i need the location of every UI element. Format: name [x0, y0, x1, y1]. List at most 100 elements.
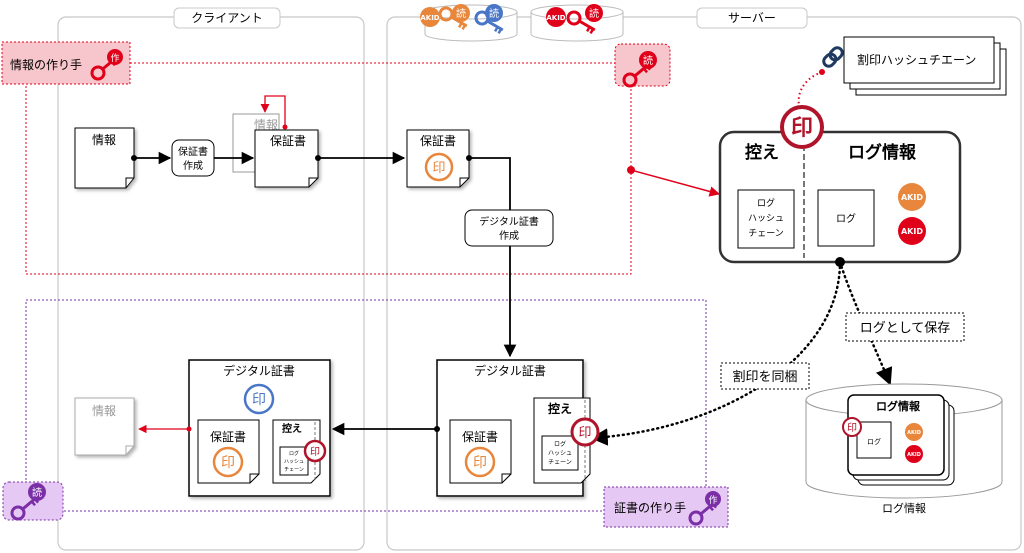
akid-label: AKID	[907, 452, 921, 458]
digital-cert-make-step: デジタル証書 作成	[464, 209, 554, 247]
akid-badge	[898, 217, 926, 245]
read-badge	[585, 4, 603, 22]
chain-link-icon	[822, 46, 844, 68]
log-hash-label: チェーン	[748, 228, 784, 239]
info-creator-label: 情報の作り手	[10, 58, 82, 72]
read-badge	[28, 483, 46, 501]
key-storage-cylinder-2: AKID 読	[530, 4, 624, 42]
read-badge-label: 読	[643, 54, 653, 67]
hash-mini-label: ログ	[554, 440, 566, 448]
read-badge-label: 読	[589, 7, 599, 20]
connector-dot	[434, 426, 440, 432]
tally-seal-icon: 印	[780, 105, 824, 149]
akid-badge	[905, 423, 923, 441]
server-lane: サーバー	[386, 7, 1022, 551]
connector-dot	[186, 426, 192, 432]
log-label: ログ	[836, 212, 856, 225]
read-badge-label: 読	[489, 7, 499, 20]
akid-badge	[905, 445, 923, 463]
key-storage-cylinder-1: AKID 読 読	[420, 4, 518, 42]
info-creator-region: 情報の作り手 作 読	[1, 41, 671, 275]
tally-seal-label: 印	[791, 116, 813, 141]
client-lane: クライアント	[57, 7, 365, 551]
seal-icon-label: 印	[252, 392, 266, 408]
bundle-seal-text: 割印を同梱	[732, 369, 797, 385]
save-as-log-arrow	[838, 260, 893, 386]
hash-mini-label: チェーン	[548, 459, 572, 466]
flow-arrow	[469, 157, 517, 358]
hikae-mini-title: 控え	[548, 401, 572, 416]
tally-seal-icon	[303, 439, 327, 463]
key-icon	[566, 10, 596, 34]
cert-creator-label: 証書の作り手	[614, 501, 686, 515]
read-badge	[485, 4, 503, 22]
db-card-title: ログ情報	[876, 399, 921, 413]
cert-creator-region: 読 証書の作り手 作	[2, 299, 729, 528]
create-badge-label: 作	[110, 52, 119, 64]
info-link-arrow	[260, 95, 286, 126]
bundle-seal-label: 割印を同梱	[720, 362, 810, 390]
connector-dot	[131, 155, 137, 161]
tally-seal-label: 印	[310, 446, 320, 458]
warranty-make-label: 保証書	[178, 145, 208, 158]
hash-mini-label: ハッシュ	[284, 459, 304, 465]
warranty-make-label: 作成	[183, 160, 203, 172]
hash-chain-stack: 割印ハッシュチエーン	[822, 36, 1007, 96]
log-hash-label: ハッシュ	[748, 214, 784, 224]
hash-chain-link-line	[797, 71, 823, 111]
akid-badge	[546, 7, 566, 27]
akid-badge	[898, 183, 926, 211]
connector-dot	[282, 124, 288, 130]
seal-icon	[243, 383, 275, 415]
info-ghost-label: 情報	[254, 118, 278, 132]
tally-seal-label: 印	[578, 426, 591, 441]
akid-label: AKID	[546, 14, 565, 22]
akid-label: AKID	[901, 193, 923, 202]
digital-cert-make-label: 作成	[499, 230, 519, 242]
akid-label: AKID	[901, 227, 923, 236]
db-label: ログ情報	[882, 501, 926, 515]
save-as-log-text: ログとして保存	[860, 321, 951, 336]
server-lane-title: サーバー	[728, 11, 776, 25]
log-info-database: ログ情報 ログ AKID AKID 印 ログ情報	[805, 383, 1003, 515]
digital-cert-server: デジタル証書 保証書 印 控え ログ ハッシュ チェーン 印	[436, 359, 600, 497]
hash-mini-label: ハッシュ	[548, 450, 572, 457]
digital-cert-client: デジタル証書 印 保証書 印 控え ログ ハッシュ チェーン 印	[188, 359, 331, 497]
digital-cert-make-label: デジタル証書	[479, 215, 539, 228]
akid-label: AKID	[420, 14, 439, 22]
seal-icon	[464, 446, 496, 478]
bundle-seal-arrow	[590, 260, 842, 446]
save-as-log-label: ログとして保存	[845, 312, 965, 342]
create-badge	[705, 491, 721, 507]
read-badge-label: 読	[32, 486, 42, 499]
warranty-document: 保証書	[254, 129, 319, 188]
read-badge	[639, 51, 657, 69]
log-hash-label: ログ	[757, 197, 775, 209]
db-card-log: ログ	[867, 437, 881, 446]
info-document-label: 情報	[92, 133, 116, 147]
connector-dot	[466, 155, 472, 161]
create-badge	[107, 49, 123, 65]
hash-mini-label: ログ	[289, 450, 299, 457]
info-to-log-arrow	[630, 169, 721, 197]
hikae-title: 控え	[745, 142, 779, 163]
connector-dot	[315, 155, 321, 161]
warranty-label: 保証書	[462, 430, 498, 444]
client-lane-title: クライアント	[191, 11, 263, 25]
hikae-log-box: 控え ログ情報 ログ ハッシュ チェーン ログ AKID AKID	[718, 130, 962, 264]
digital-cert-server-title: デジタル証書	[474, 363, 546, 378]
digital-cert-client-title: デジタル証書	[223, 363, 295, 378]
seal-icon	[842, 417, 862, 437]
warranty-label: 保証書	[210, 430, 246, 444]
warranty-server-document: 保証書 印	[406, 129, 470, 188]
warranty-server-label: 保証書	[420, 134, 456, 148]
read-badge	[452, 4, 470, 22]
warranty-make-step: 保証書 作成	[171, 139, 215, 177]
hikae-mini-title: 控え	[282, 422, 302, 435]
seal-icon	[212, 446, 244, 478]
create-badge-label: 作	[708, 494, 717, 506]
seal-icon-label: 印	[432, 161, 445, 176]
connector-dot	[819, 69, 825, 75]
